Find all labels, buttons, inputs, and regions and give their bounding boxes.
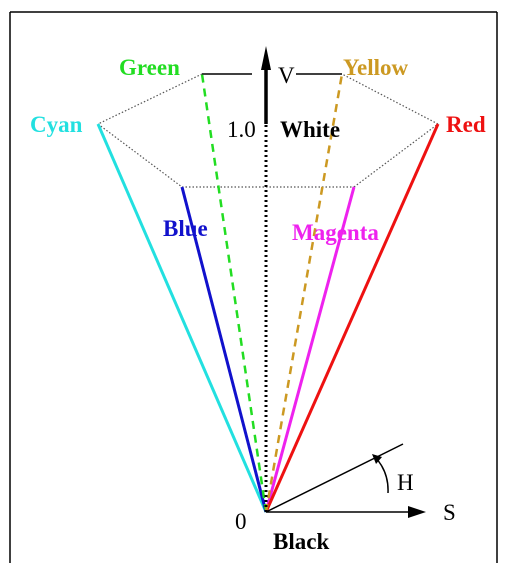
label-hue: H xyxy=(397,470,414,495)
v-arrow-head xyxy=(261,46,271,70)
label-cyan: Cyan xyxy=(30,112,83,137)
edge-magenta xyxy=(264,186,356,513)
cone-edges xyxy=(96,73,440,513)
edge-red xyxy=(264,123,440,513)
figure-frame xyxy=(9,11,498,563)
label-black: Black xyxy=(273,529,329,554)
hue-indicator xyxy=(265,443,404,513)
v-axis xyxy=(261,46,271,512)
label-v-zero: 0 xyxy=(235,509,247,534)
saturation-axis xyxy=(266,506,426,518)
hexagon-outline xyxy=(97,73,439,188)
label-green: Green xyxy=(119,55,180,80)
edge-yellow xyxy=(264,73,344,513)
hue-arc-arrow-head xyxy=(372,454,382,464)
label-white: White xyxy=(280,117,340,142)
edge-green xyxy=(200,73,268,513)
label-saturation: S xyxy=(443,500,456,525)
label-magenta: Magenta xyxy=(292,220,379,245)
label-yellow: Yellow xyxy=(343,55,409,80)
label-v-top: 1.0 xyxy=(227,117,256,142)
edge-blue xyxy=(180,186,268,513)
edge-cyan xyxy=(96,123,268,513)
label-red: Red xyxy=(446,112,486,137)
label-blue: Blue xyxy=(163,216,208,241)
label-v-axis: V xyxy=(278,63,295,88)
s-arrow-head xyxy=(408,506,426,518)
